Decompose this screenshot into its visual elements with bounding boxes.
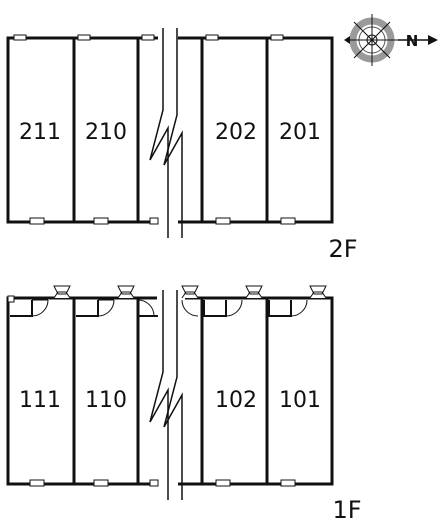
floor-1f-plan <box>6 285 334 502</box>
floor-1f-label: 1F <box>332 496 361 524</box>
room-110-label: 110 <box>85 388 127 413</box>
room-211-label: 211 <box>19 120 61 145</box>
break-symbol <box>149 290 183 500</box>
compass-north-label: N <box>406 32 419 50</box>
room-101-label: 101 <box>279 388 321 413</box>
entrance-doors <box>10 299 308 317</box>
room-210-label: 210 <box>85 120 127 145</box>
room-202-label: 202 <box>215 120 257 145</box>
room-111-label: 111 <box>19 388 61 413</box>
floor-2f-plan <box>6 28 334 242</box>
vent-hoods <box>53 285 327 299</box>
room-201-label: 201 <box>279 120 321 145</box>
room-102-label: 102 <box>215 388 257 413</box>
floor-2f-label: 2F <box>328 235 357 263</box>
compass-icon <box>344 14 438 66</box>
break-symbol <box>149 28 183 238</box>
